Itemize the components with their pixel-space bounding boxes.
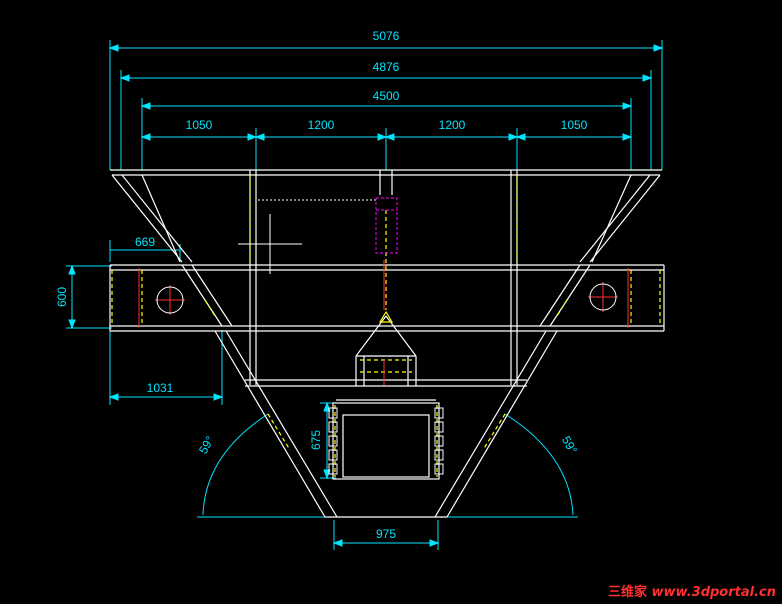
bolt-circle-left-icon <box>156 286 184 314</box>
bolt-circle-right-icon <box>589 283 617 311</box>
dimension-lines <box>66 40 664 550</box>
dim-left-offset: 669 <box>135 235 155 249</box>
dim-angle-right: 59° <box>559 434 580 457</box>
dim-seg-mid-left: 1200 <box>308 118 335 132</box>
dim-outlet-width: 975 <box>376 527 396 541</box>
dim-seg-right: 1050 <box>561 118 588 132</box>
dimension-labels: 5076 4876 4500 1050 1200 1200 1050 669 6… <box>55 29 588 541</box>
gate-rollers <box>328 407 444 475</box>
yellow-detail-lines <box>111 175 661 477</box>
hopper-outline <box>109 169 665 518</box>
magenta-bracket-icon <box>375 197 398 254</box>
crosshair-icon <box>238 214 302 274</box>
center-hook-icon <box>378 310 394 323</box>
dim-angle-left: 59° <box>196 433 217 456</box>
dim-seg-mid-right: 1200 <box>439 118 466 132</box>
dim-seg-left: 1050 <box>186 118 213 132</box>
red-detail-lines <box>138 260 629 385</box>
dim-frame-width: 4500 <box>373 89 400 103</box>
dim-overall-width: 5076 <box>373 29 400 43</box>
watermark: 三维家 www.3dportal.cn <box>608 581 776 600</box>
dim-band-height: 600 <box>55 287 69 307</box>
watermark-site: www.3dportal.cn <box>651 585 776 600</box>
dim-lower-offset: 1031 <box>147 381 174 395</box>
dim-gate-height: 675 <box>309 430 323 450</box>
watermark-chinese: 三维家 <box>607 585 647 600</box>
dim-inner-width: 4876 <box>373 60 400 74</box>
